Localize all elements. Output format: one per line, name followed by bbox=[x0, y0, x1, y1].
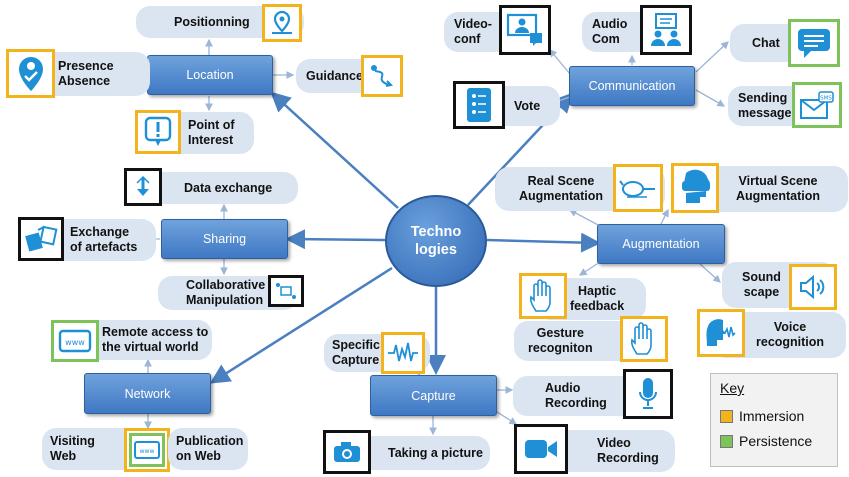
specific-label: Specific bbox=[332, 338, 380, 352]
meeting-icon bbox=[640, 5, 692, 55]
web-label: Web bbox=[50, 449, 77, 463]
category-sharing: Sharing bbox=[161, 219, 288, 259]
taking-a-picture-label: Taking a picture bbox=[388, 445, 483, 460]
recogniton-label: recogniton bbox=[528, 341, 593, 355]
center-line-1: Techno bbox=[410, 224, 462, 240]
gesture-label: Gesture bbox=[536, 326, 584, 340]
web-window-icon: www bbox=[51, 320, 99, 362]
camera-icon bbox=[323, 430, 371, 474]
exchange-arrows-icon bbox=[124, 168, 162, 206]
vr-headset-icon bbox=[671, 163, 719, 213]
microphone-icon bbox=[623, 369, 673, 419]
category-communication: Communication bbox=[569, 66, 695, 106]
ballot-icon bbox=[453, 81, 505, 129]
visiting-label: Visiting bbox=[50, 434, 95, 448]
svg-text:www: www bbox=[65, 338, 85, 347]
persistence-swatch bbox=[720, 434, 733, 448]
augmentation-label-1: Augmentation bbox=[519, 189, 604, 203]
data-exchange-label: Data exchange bbox=[184, 180, 273, 195]
virtual-scene-label: Virtual Scene bbox=[738, 174, 818, 188]
messages-label: messages bbox=[738, 106, 799, 120]
key-title: Key bbox=[720, 380, 745, 396]
audio-label: Audio bbox=[545, 381, 581, 395]
recognition-label: recognition bbox=[756, 335, 825, 349]
category-capture: Capture bbox=[370, 375, 497, 416]
sending-label: Sending bbox=[738, 91, 788, 105]
category-network: Network bbox=[84, 373, 211, 414]
virtual-world-label: the virtual world bbox=[102, 340, 199, 354]
signal-wave-icon bbox=[381, 332, 425, 374]
scape-label: scape bbox=[743, 285, 780, 299]
chat-bubble-icon bbox=[788, 19, 840, 67]
feedback-label: feedback bbox=[570, 299, 625, 313]
voice-head-icon bbox=[697, 309, 745, 357]
haptic-hand-icon bbox=[519, 273, 567, 319]
augmentation-label-2: Augmentation bbox=[736, 189, 821, 203]
audio-com-label-1: Audio bbox=[592, 17, 628, 31]
speaker-icon bbox=[789, 264, 837, 310]
publication-label: Publication bbox=[176, 434, 244, 448]
gesture-hand-icon bbox=[620, 316, 668, 362]
positionning-label: Positionning bbox=[174, 14, 250, 29]
map-pin-icon bbox=[262, 4, 302, 42]
category-augmentation: Augmentation bbox=[597, 224, 725, 264]
alert-bubble-icon bbox=[135, 110, 181, 154]
sound-label: Sound bbox=[742, 270, 781, 284]
presence-pin-icon bbox=[6, 49, 55, 98]
chat-label: Chat bbox=[752, 35, 780, 50]
conf-label: conf bbox=[454, 32, 481, 46]
absence-label: Absence bbox=[58, 74, 111, 88]
recording-label-2: Recording bbox=[597, 451, 659, 465]
ar-glasses-icon bbox=[613, 164, 663, 212]
key-item-immersion: Immersion bbox=[720, 408, 804, 424]
browser-icon: www bbox=[124, 428, 170, 472]
presence-label: Presence bbox=[58, 59, 114, 73]
interest-label: Interest bbox=[188, 133, 234, 147]
remote-access-label: Remote access to bbox=[102, 325, 209, 339]
collaborate-icon bbox=[268, 275, 304, 307]
artefact-transfer-icon bbox=[18, 217, 64, 261]
video-conference-icon bbox=[499, 5, 551, 55]
center-line-2: logies bbox=[415, 242, 457, 258]
legend-key: Key Immersion Persistence bbox=[710, 373, 838, 467]
vote-label: Vote bbox=[514, 98, 541, 113]
point-of-label: Point of bbox=[188, 118, 235, 132]
category-location: Location bbox=[147, 55, 273, 95]
svg-text:SMS: SMS bbox=[820, 96, 832, 102]
immersion-swatch bbox=[720, 409, 733, 423]
persistence-label: Persistence bbox=[739, 433, 813, 449]
technologies-center-node: Techno logies bbox=[385, 195, 487, 287]
guidance-label: Guidance bbox=[306, 68, 363, 83]
video-label: Video bbox=[597, 436, 631, 450]
voice-label: Voice bbox=[773, 320, 807, 334]
sms-envelope-icon: SMS bbox=[792, 82, 842, 128]
exchange-label: Exchange bbox=[70, 225, 130, 239]
recording-label-1: Recording bbox=[545, 396, 607, 410]
on-web-label: on Web bbox=[176, 449, 221, 463]
svg-text:www: www bbox=[140, 448, 155, 455]
route-icon bbox=[361, 55, 403, 97]
collaborative-label: Collaborative bbox=[186, 278, 266, 292]
video-camera-icon bbox=[514, 424, 568, 474]
immersion-label: Immersion bbox=[739, 408, 805, 424]
real-scene-label: Real Scene bbox=[527, 174, 595, 188]
capture-label: Capture bbox=[332, 353, 380, 367]
manipulation-label: Manipulation bbox=[186, 293, 264, 307]
video-dash-label: Video- bbox=[454, 17, 492, 31]
of-artefacts-label: of artefacts bbox=[70, 240, 138, 254]
com-label: Com bbox=[592, 32, 620, 46]
key-item-persistence: Persistence bbox=[720, 433, 812, 449]
haptic-label: Haptic bbox=[578, 284, 617, 298]
